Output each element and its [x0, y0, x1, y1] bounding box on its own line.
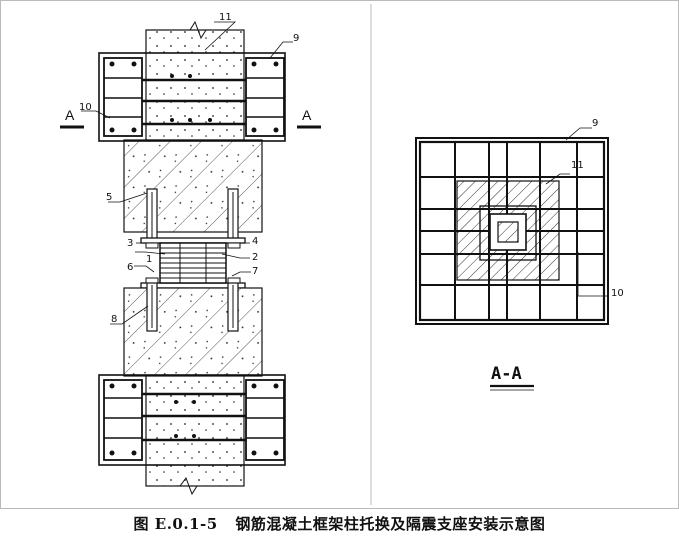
- upper-support-block: [123, 139, 263, 233]
- upper-column: [145, 29, 245, 141]
- callout-5: 5: [106, 192, 112, 203]
- section-mark-left: A: [65, 107, 75, 123]
- section-core: [479, 205, 537, 261]
- callout-3: 3: [127, 238, 133, 249]
- upper-anchor-bolts: [146, 188, 239, 240]
- callout-8: 8: [111, 314, 117, 325]
- caption-number: 图 E.0.1-5: [133, 515, 218, 533]
- section-callout-10: 10: [611, 288, 624, 299]
- lower-column: [145, 375, 245, 487]
- lower-beam-cage: [98, 374, 286, 466]
- callout-7: 7: [252, 266, 258, 277]
- leader-lines: [81, 21, 293, 325]
- callout-1: 1: [146, 254, 152, 265]
- callout-2: 2: [252, 252, 258, 263]
- isolation-bearing: [159, 242, 227, 284]
- section-callout-9: 9: [592, 118, 598, 129]
- section-callout-11: 11: [571, 160, 584, 171]
- upper-beam-cage: [98, 52, 286, 142]
- callout-6: 6: [127, 262, 133, 273]
- callout-10: 10: [79, 102, 92, 113]
- caption-text: 钢筋混凝土框架柱托换及隔震支座安装示意图: [235, 515, 546, 533]
- elevation-view: A A 11 9 10 5 3 4 1 2 6 7 8: [60, 12, 321, 496]
- section-a-a-view: 9 11 10 A-A: [415, 118, 624, 391]
- section-title: A-A: [491, 364, 522, 384]
- section-leaders: [545, 127, 608, 297]
- callout-4: 4: [252, 236, 258, 247]
- lower-support-block: [123, 287, 263, 377]
- callout-11: 11: [219, 12, 232, 23]
- callout-9: 9: [293, 33, 299, 44]
- section-mark-right: A: [302, 107, 312, 123]
- figure-caption: 图 E.0.1-5 钢筋混凝土框架柱托换及隔震支座安装示意图: [0, 513, 679, 534]
